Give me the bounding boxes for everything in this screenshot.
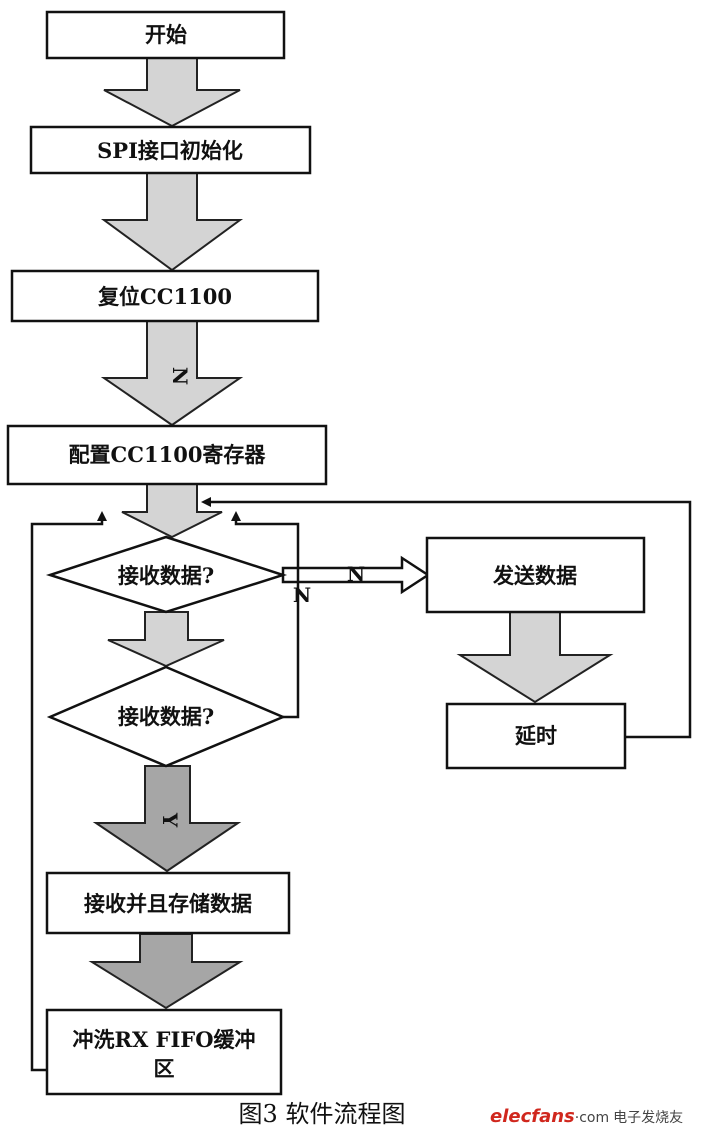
arrow-config-to-decision1: [121, 483, 223, 539]
arrow-start-to-spi: [103, 57, 241, 128]
send-label: 发送数据: [492, 563, 577, 588]
loop-delay-to-top: [201, 497, 692, 739]
arrow-decision2-yes: [92, 765, 242, 873]
flush-label-line2: 区: [154, 1056, 175, 1081]
reset-box: [10, 269, 320, 323]
delay-label: 延时: [514, 723, 557, 748]
decision1-right-label: N: [347, 562, 365, 586]
watermark-domain: ·com: [575, 1110, 609, 1126]
spi-init-box: [29, 125, 312, 175]
start-label: 开始: [145, 22, 187, 47]
loop-flush-to-top: [30, 511, 107, 1072]
flush-label-line1: 冲洗RX FIFO缓冲: [73, 1027, 256, 1052]
decision2-label: 接收数据?: [118, 704, 214, 729]
config-label: 配置CC1100寄存器: [69, 442, 267, 467]
arrow-decision1-to-send: [281, 555, 431, 595]
decision2-diamond: [46, 665, 287, 768]
watermark-cn: 电子发烧友: [613, 1110, 683, 1126]
figure-caption: 图3 软件流程图: [239, 1100, 406, 1128]
arrow-reset-to-config: [100, 320, 244, 427]
decision1-label: 接收数据?: [118, 563, 214, 588]
loop-decision2-no: [231, 511, 300, 719]
decision1-diamond: [45, 535, 288, 614]
config-box: [6, 424, 328, 486]
reset-label: 复位CC1100: [97, 284, 232, 309]
arrow-receive-to-flush: [88, 933, 244, 1010]
arrow-spi-to-reset: [100, 172, 244, 272]
start-box: [45, 10, 286, 60]
reset-out-label: N: [168, 367, 192, 385]
decision2-yes-label: Y: [158, 812, 182, 828]
decision1-loop-label: N: [293, 583, 311, 607]
send-box: [425, 536, 646, 614]
arrow-decision1-to-decision2: [107, 611, 225, 668]
spi-init-label: SPI接口初始化: [97, 138, 243, 163]
receive-store-label: 接收并且存储数据: [84, 891, 252, 916]
watermark-brand: elecfans: [490, 1106, 575, 1127]
receive-store-box: [45, 871, 291, 935]
flush-box: [45, 1008, 283, 1096]
arrow-send-to-delay: [456, 611, 614, 704]
